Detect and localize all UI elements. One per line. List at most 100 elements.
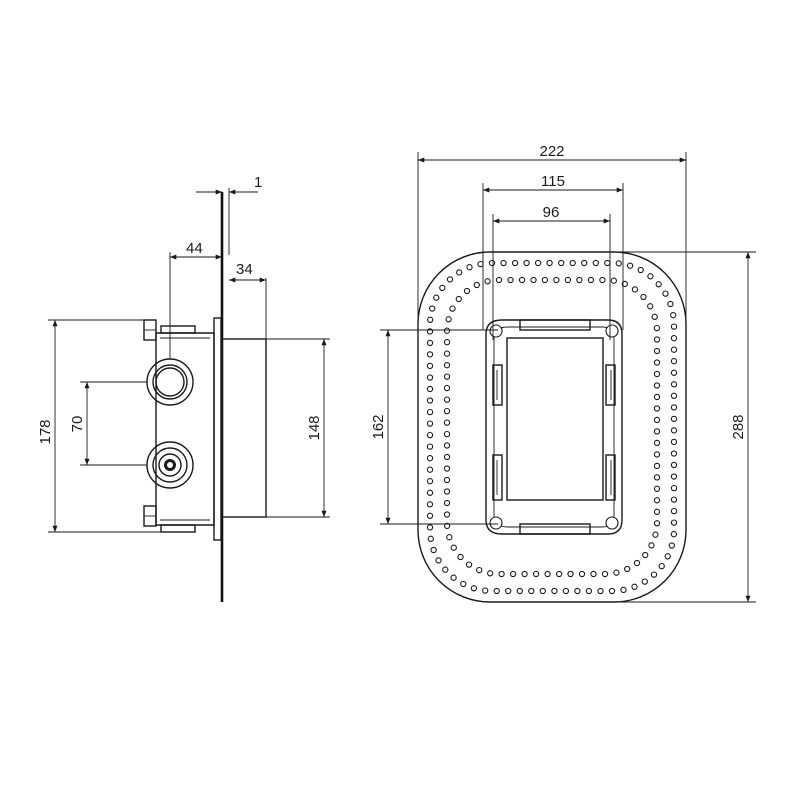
seal-hole-inner <box>653 485 661 492</box>
seal-hole-inner <box>564 276 572 284</box>
seal-hole-inner <box>507 276 514 284</box>
seal-hole-outer <box>426 455 434 462</box>
seal-hole-inner <box>463 287 471 295</box>
seal-hole-inner <box>443 442 451 449</box>
seal-hole-inner <box>613 569 620 576</box>
seal-hole-outer <box>581 259 588 267</box>
seal-hole-outer <box>488 259 496 267</box>
seal-hole-inner <box>653 370 661 378</box>
seal-hole-outer <box>426 397 434 404</box>
svg-text:148: 148 <box>306 415 323 440</box>
seal-hole-outer <box>439 284 446 292</box>
seal-hole-inner <box>653 382 661 389</box>
svg-text:1: 1 <box>254 174 262 191</box>
mounting-frame <box>485 319 623 535</box>
seal-hole-outer <box>426 362 434 370</box>
seal-hole-inner <box>610 277 617 284</box>
seal-hole-outer <box>426 501 434 508</box>
seal-hole-inner <box>443 511 451 518</box>
seal-hole-outer <box>426 339 434 347</box>
seal-hole-inner <box>555 570 563 578</box>
seal-hole-outer <box>477 260 484 268</box>
flange <box>213 317 222 541</box>
seal-hole-inner <box>553 276 560 284</box>
front-view: 222 115 96 162 288 <box>370 143 756 603</box>
seal-hole-outer <box>450 574 457 581</box>
seal-hole-inner <box>647 303 654 310</box>
seal-hole-outer <box>426 478 434 485</box>
seal-hole-outer <box>426 524 434 531</box>
seal-hole-outer <box>670 358 678 365</box>
seal-hole-outer <box>426 512 434 519</box>
seal-rings <box>426 259 678 595</box>
seal-hole-inner <box>578 570 586 578</box>
seal-hole-inner <box>640 293 647 301</box>
seal-hole-inner <box>530 276 537 284</box>
seal-hole-inner <box>473 281 480 289</box>
corner-screw-bl <box>489 516 503 530</box>
seal-hole-inner <box>652 531 659 538</box>
port-lower <box>146 441 194 489</box>
seal-hole-inner <box>653 520 661 527</box>
seal-hole-inner <box>443 362 451 369</box>
seal-hole-outer <box>539 587 546 595</box>
seal-hole-outer <box>670 507 678 515</box>
corner-screw-br <box>605 516 619 530</box>
seal-hole-inner <box>518 276 526 284</box>
seal-hole-inner <box>487 570 494 577</box>
seal-hole-outer <box>534 259 542 267</box>
seal-hole-outer <box>426 420 434 427</box>
seal-hole-outer <box>670 346 678 353</box>
seal-hole-outer <box>608 587 616 595</box>
seal-hole-inner <box>443 373 451 380</box>
seal-hole-outer <box>647 273 654 280</box>
seal-hole-outer <box>626 262 634 269</box>
seal-hole-inner <box>476 566 483 574</box>
seal-hole-inner <box>653 451 661 458</box>
seal-hole-inner <box>653 497 661 504</box>
seal-hole-inner <box>495 276 503 284</box>
dim-projection: 34 <box>229 261 267 339</box>
seal-hole-outer <box>426 431 434 439</box>
svg-text:222: 222 <box>539 143 564 160</box>
seal-hole-outer <box>670 312 677 319</box>
seal-hole-inner <box>544 570 551 578</box>
seal-hole-outer <box>670 461 678 469</box>
seal-hole-inner <box>443 384 451 392</box>
dim-port-spacing: 70 <box>69 381 147 466</box>
seal-hole-outer <box>670 531 677 538</box>
dim-total-height: 178 <box>37 319 161 533</box>
seal-hole-inner <box>587 276 595 284</box>
seal-hole-outer <box>670 381 678 388</box>
seal-hole-inner <box>532 570 540 578</box>
svg-text:288: 288 <box>730 414 747 439</box>
seal-hole-inner <box>567 570 574 578</box>
seal-hole-outer <box>670 450 678 457</box>
seal-hole-inner <box>443 499 451 507</box>
seal-hole-outer <box>670 427 678 434</box>
seal-hole-inner <box>653 347 661 355</box>
seal-hole-outer <box>500 259 507 267</box>
corner-screw-tr <box>605 324 619 338</box>
dim-overall-height: 288 <box>612 251 756 603</box>
seal-hole-inner <box>642 551 649 559</box>
seal-hole-outer <box>670 519 678 526</box>
seal-hole-inner <box>653 439 661 447</box>
seal-hole-outer <box>470 585 478 592</box>
seal-hole-inner <box>449 305 456 312</box>
seal-hole-outer <box>430 546 437 554</box>
seal-hole-inner <box>653 359 661 366</box>
seal-hole-inner <box>443 465 451 472</box>
dim-depth: 44 <box>169 240 222 359</box>
seal-hole-inner <box>443 488 451 495</box>
seal-hole-outer <box>637 266 644 274</box>
seal-hole-outer <box>667 300 674 308</box>
seal-hole-outer <box>546 259 553 267</box>
seal-hole-outer <box>670 415 678 423</box>
seal-hole-outer <box>551 587 558 595</box>
seal-hole-inner <box>446 534 453 541</box>
seal-hole-outer <box>426 443 434 450</box>
seal-hole-inner <box>590 570 597 578</box>
dim-plate-height: 148 <box>266 338 330 518</box>
